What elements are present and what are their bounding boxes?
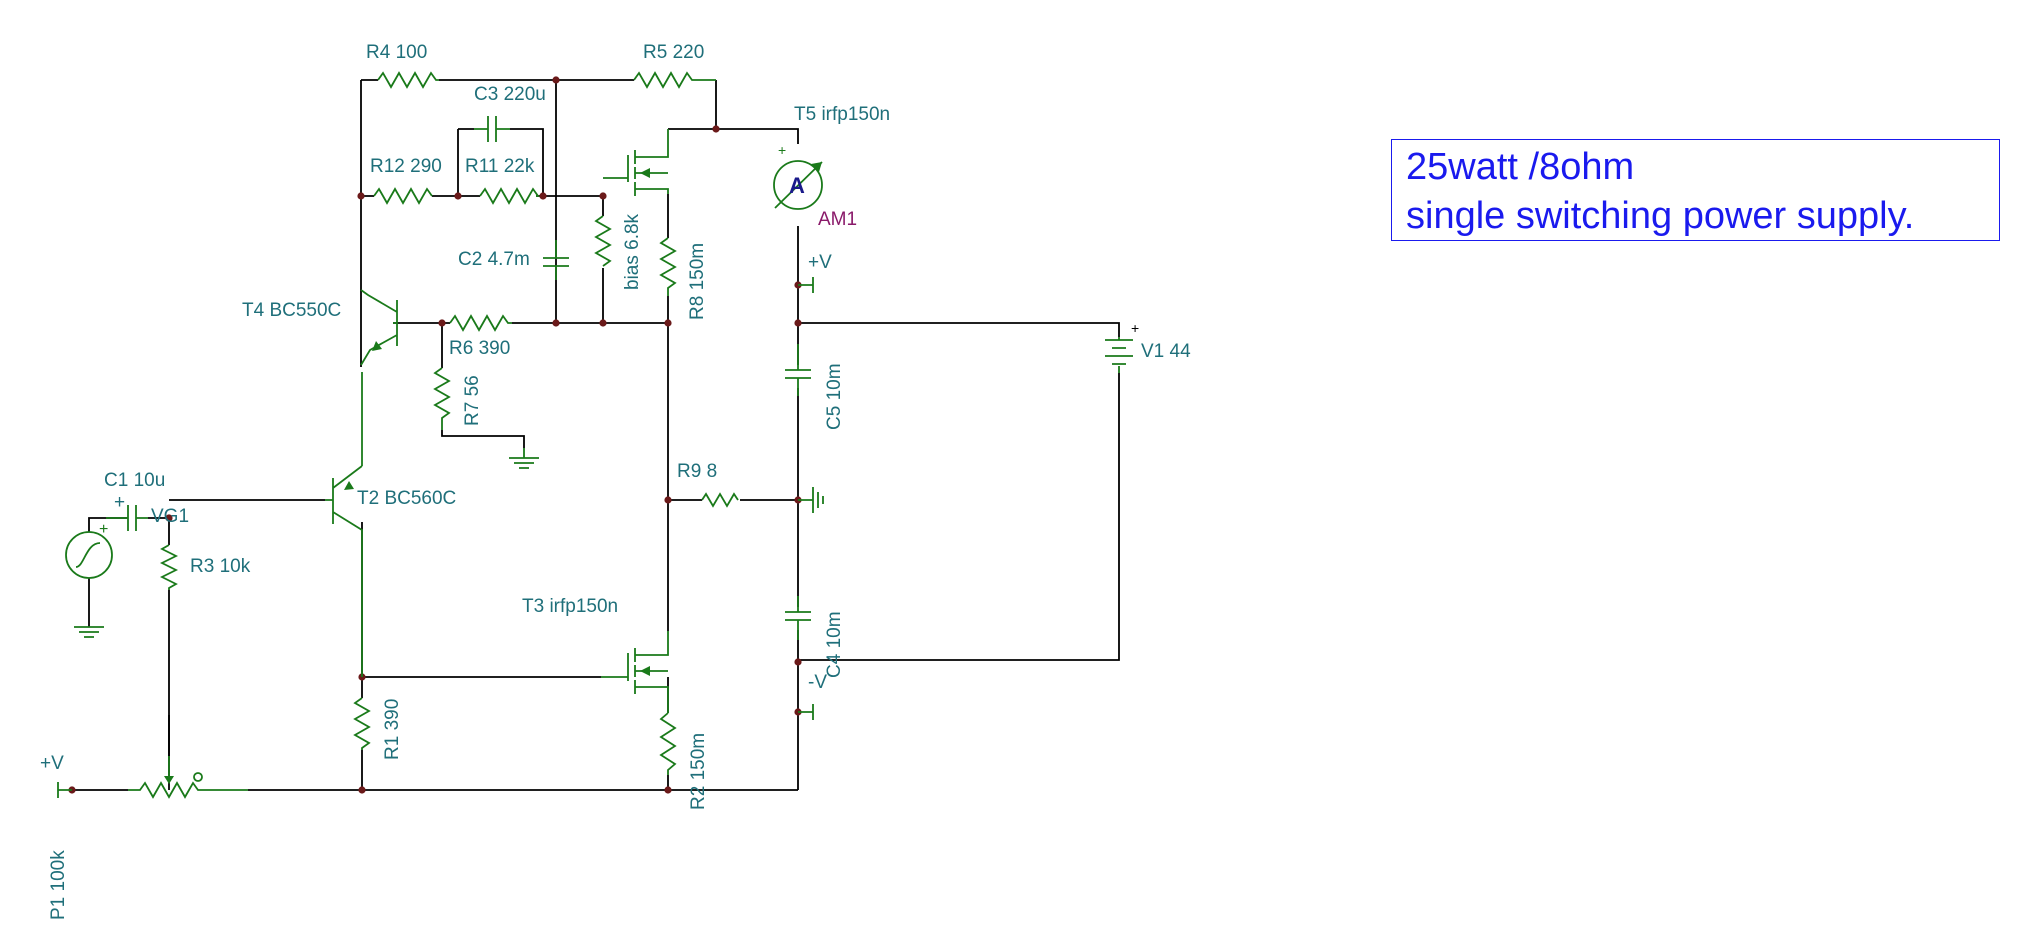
component-labels: R4 100 R5 220 C3 220u T5 irfp150n R12 29…	[40, 42, 1191, 920]
label-t4: T4 BC550C	[242, 300, 341, 321]
label-r9: R9 8	[677, 461, 717, 482]
resistor-bias[interactable]	[594, 215, 612, 267]
battery-v1[interactable]: +	[1105, 320, 1139, 373]
capacitor-c5[interactable]	[785, 344, 811, 396]
label-r4: R4 100	[366, 42, 427, 63]
ammeter-letter: A	[789, 173, 805, 198]
label-c5: C5 10m	[824, 363, 845, 430]
label-c1: C1 10u	[104, 470, 165, 491]
label-plus-v-left: +V	[40, 753, 64, 774]
ammeter-am1[interactable]: A +	[773, 142, 823, 210]
title-line-2: single switching power supply.	[1406, 195, 1915, 237]
resistor-r12[interactable]	[373, 187, 433, 205]
transistor-t3[interactable]	[601, 631, 669, 713]
svg-text:+: +	[99, 521, 108, 538]
label-r1: R1 390	[382, 699, 403, 760]
minus-v-terminal	[798, 704, 814, 720]
label-c2: C2 4.7m	[458, 249, 530, 270]
transistor-t2[interactable]	[325, 372, 363, 677]
resistor-r11[interactable]	[479, 187, 540, 205]
title-line-1: 25watt /8ohm	[1406, 146, 1635, 188]
ground-r7	[509, 448, 539, 469]
transistor-t4[interactable]	[360, 289, 398, 366]
label-r3: R3 10k	[190, 556, 251, 577]
resistor-r1[interactable]	[353, 697, 371, 750]
ground-output	[798, 487, 824, 513]
resistor-r5[interactable]	[633, 71, 716, 89]
label-r2: R2 150m	[688, 733, 709, 810]
capacitor-c1[interactable]: +	[106, 492, 148, 531]
label-r8: R8 150m	[687, 243, 708, 320]
title-box: 25watt /8ohm single switching power supp…	[1391, 139, 2000, 241]
capacitor-c4[interactable]	[785, 596, 811, 640]
label-p1: P1 100k	[48, 850, 69, 920]
label-t2: T2 BC560C	[357, 488, 456, 509]
resistor-r9[interactable]	[701, 492, 739, 508]
label-c3: C3 220u	[474, 84, 546, 105]
label-r7: R7 56	[462, 375, 483, 426]
resistor-r4[interactable]	[377, 71, 439, 89]
resistor-r3[interactable]	[159, 544, 179, 590]
signal-generator-vg1[interactable]: +	[65, 521, 113, 579]
capacitor-c3[interactable]	[474, 116, 510, 142]
resistor-r2[interactable]	[659, 712, 677, 775]
capacitor-c2[interactable]	[543, 240, 569, 280]
label-minus-v: -V	[808, 672, 827, 693]
label-t5: T5 irfp150n	[794, 104, 890, 125]
svg-text:+: +	[114, 492, 125, 513]
label-bias: bias 6.8k	[622, 213, 643, 290]
label-c4: C4 10m	[824, 611, 845, 678]
junction-dots	[68, 76, 802, 794]
label-r12: R12 290	[370, 156, 442, 177]
plus-v-terminal-top	[798, 277, 814, 293]
transistor-t5[interactable]	[603, 129, 669, 196]
plus-v-terminal-left	[57, 782, 72, 798]
resistor-r7[interactable]	[433, 367, 451, 430]
svg-text:+: +	[1131, 320, 1139, 336]
resistor-r8[interactable]	[659, 237, 677, 296]
potentiometer-p1[interactable]	[128, 756, 248, 799]
svg-text:+: +	[778, 142, 786, 158]
label-am1: AM1	[818, 209, 857, 230]
wires	[72, 79, 1120, 791]
ground-vg1	[74, 626, 104, 638]
label-r5: R5 220	[643, 42, 704, 63]
label-plus-v-top: +V	[808, 252, 832, 273]
resistor-r6[interactable]	[449, 314, 512, 332]
label-vg1: VG1	[151, 506, 189, 527]
label-r6: R6 390	[449, 338, 510, 359]
label-r11: R11 22k	[465, 156, 535, 177]
label-t3: T3 irfp150n	[522, 596, 618, 617]
label-v1: V1 44	[1141, 341, 1191, 362]
